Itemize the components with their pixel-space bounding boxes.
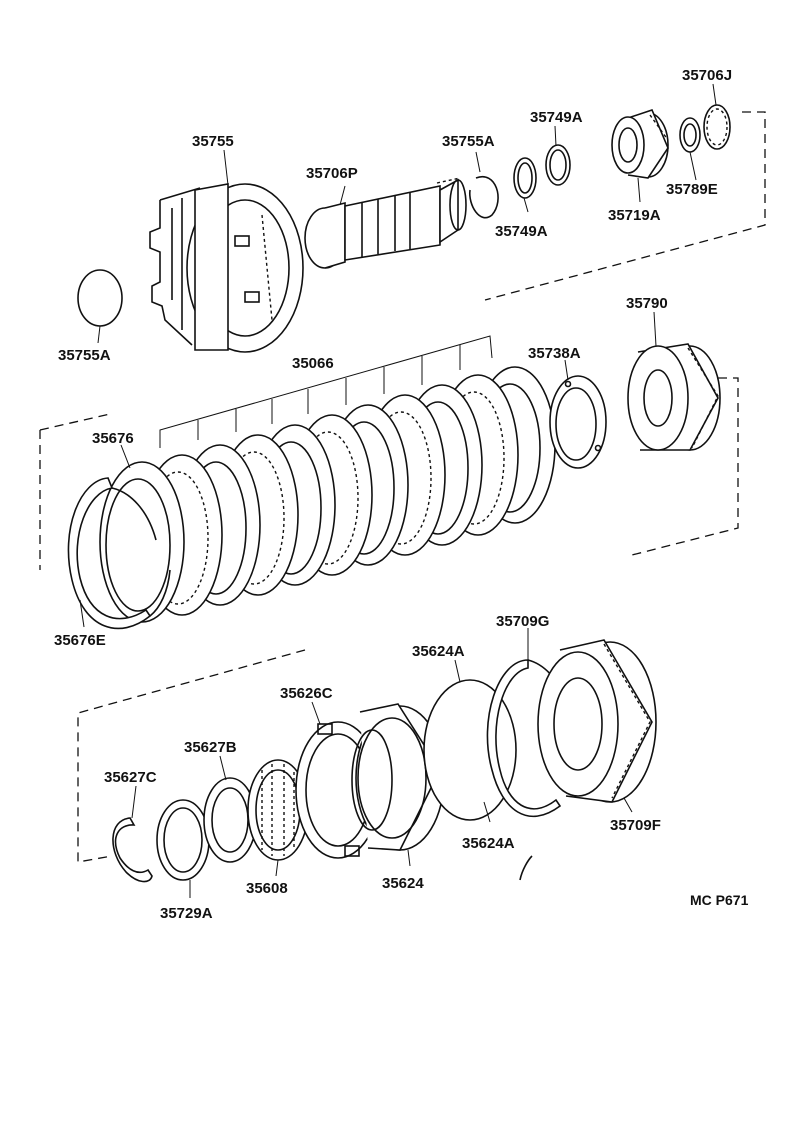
washer-35789E <box>679 117 701 153</box>
top-assembly-group: 35706J 35755 35706P 35755A 35749A 35749A… <box>58 67 766 364</box>
piston-35624 <box>351 703 445 851</box>
label-35709F: 35709F <box>610 817 661 834</box>
label-35627B: 35627B <box>184 739 237 756</box>
clutch-group-bracket-right <box>631 377 739 556</box>
label-35749A-top: 35749A <box>530 109 583 126</box>
snap-ring-35709G <box>486 659 562 818</box>
label-35729A: 35729A <box>160 905 213 922</box>
label-35676E: 35676E <box>54 632 106 649</box>
label-35624: 35624 <box>382 875 424 892</box>
pack-35066-leader <box>159 335 493 448</box>
label-35738A: 35738A <box>528 345 581 362</box>
label-35066: 35066 <box>292 355 334 372</box>
label-35790: 35790 <box>626 295 668 312</box>
clutch-plates <box>99 366 556 623</box>
label-35755-top: 35755 <box>192 133 234 150</box>
top-group-bracket <box>484 111 766 301</box>
label-35749A-bottom: 35749A <box>495 223 548 240</box>
label-35627C: 35627C <box>104 769 157 786</box>
label-35624A-bottom: 35624A <box>462 835 515 852</box>
snap-ring-35755A-top <box>469 175 499 219</box>
label-35706J: 35706J <box>682 67 732 84</box>
piston-assembly-group: 35709G 35624A 35626C 35627B 35627C 35709… <box>77 613 661 922</box>
drum-35790 <box>627 343 721 451</box>
label-35624A-top: 35624A <box>412 643 465 660</box>
drum-35755 <box>149 183 304 353</box>
drum-35709F <box>537 639 657 803</box>
label-35755A-left: 35755A <box>58 347 111 364</box>
label-35608: 35608 <box>246 880 288 897</box>
plate-35738A <box>549 375 607 469</box>
label-35789E: 35789E <box>666 181 718 198</box>
label-35676: 35676 <box>92 430 134 447</box>
oring-35624A <box>423 679 517 821</box>
label-35719A: 35719A <box>608 207 661 224</box>
label-35626C: 35626C <box>280 685 333 702</box>
ring-35755A-left <box>77 269 123 327</box>
diagram-code: MC P671 <box>690 892 749 908</box>
bearing-35719A <box>611 109 669 179</box>
shaft-35706P <box>304 177 467 269</box>
label-35755A-top: 35755A <box>442 133 495 150</box>
thrust-bearing-35706J <box>703 104 731 150</box>
clutch-pack-group: 35066 35676 35676E 35738A 35790 <box>39 295 739 649</box>
snap-ring-35627C <box>112 817 153 883</box>
label-35706P: 35706P <box>306 165 358 182</box>
label-35709G: 35709G <box>496 613 549 630</box>
